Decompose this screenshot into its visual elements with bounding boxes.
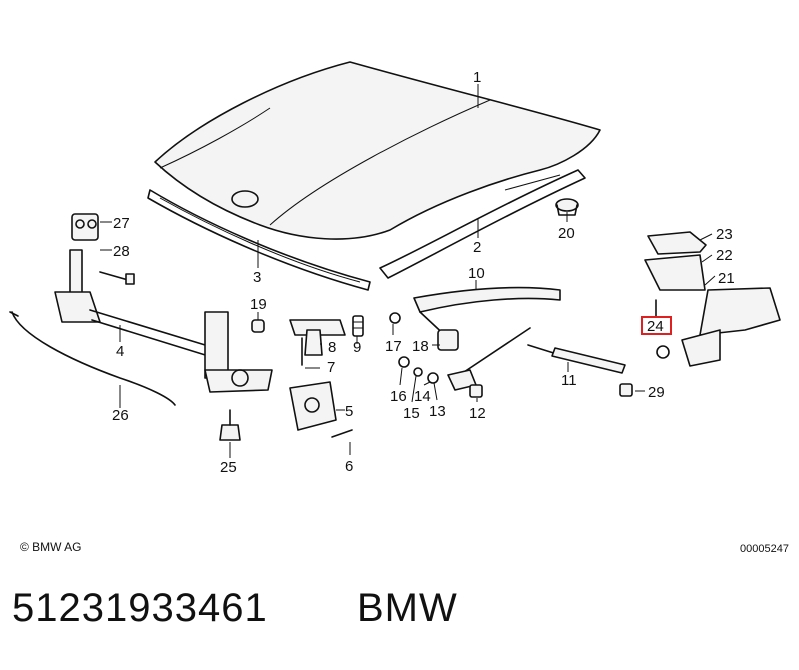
callout-17: 17	[385, 338, 402, 355]
callout-15: 15	[403, 405, 420, 422]
nut-19	[251, 319, 265, 333]
callout-7: 7	[327, 359, 335, 376]
callout-9: 9	[353, 339, 361, 356]
callout-26: 26	[112, 407, 129, 424]
callout-labels: 1 2 3 4 5 6 7 8 9 10 11 12 13 14 15 16 1…	[112, 69, 735, 476]
callout-28: 28	[113, 243, 130, 260]
document-number: 00005247	[740, 543, 789, 555]
callout-20: 20	[558, 225, 575, 242]
hood-seal	[379, 169, 586, 279]
small-hardware	[389, 312, 483, 398]
hood-lock	[289, 319, 353, 438]
callout-2: 2	[473, 239, 481, 256]
hood-panel	[154, 61, 601, 240]
callout-27: 27	[113, 215, 130, 232]
callout-4: 4	[116, 343, 124, 360]
hinge-assembly	[619, 231, 781, 397]
part-number: 51231933461	[12, 586, 268, 630]
gas-strut	[527, 344, 626, 374]
support-rod	[54, 249, 273, 393]
callout-10: 10	[468, 265, 485, 282]
callout-1: 1	[473, 69, 481, 86]
leader-lines	[100, 84, 716, 458]
callout-24: 24	[647, 318, 664, 335]
front-seal-strip	[147, 189, 371, 291]
callout-13: 13	[429, 403, 446, 420]
highlight-box	[641, 316, 672, 335]
spring-9	[352, 315, 364, 337]
callout-19: 19	[250, 296, 267, 313]
callout-21: 21	[718, 270, 735, 287]
brand-name: BMW	[357, 586, 458, 630]
callout-22: 22	[716, 247, 733, 264]
callout-11: 11	[561, 372, 577, 389]
callout-8: 8	[328, 339, 336, 356]
callout-12: 12	[469, 405, 486, 422]
bumper-stop	[219, 409, 241, 441]
callout-29: 29	[648, 384, 665, 401]
callout-6: 6	[345, 458, 353, 475]
callout-25: 25	[220, 459, 237, 476]
callout-18: 18	[412, 338, 429, 355]
copyright-notice: © BMW AG	[20, 540, 82, 554]
strut-bracket	[413, 286, 561, 391]
callout-23: 23	[716, 226, 733, 243]
release-cable	[9, 311, 176, 406]
callout-16: 16	[390, 388, 407, 405]
callout-14: 14	[414, 388, 431, 405]
hinge-bracket	[71, 213, 135, 285]
callout-5: 5	[345, 403, 353, 420]
callout-3: 3	[253, 269, 261, 286]
